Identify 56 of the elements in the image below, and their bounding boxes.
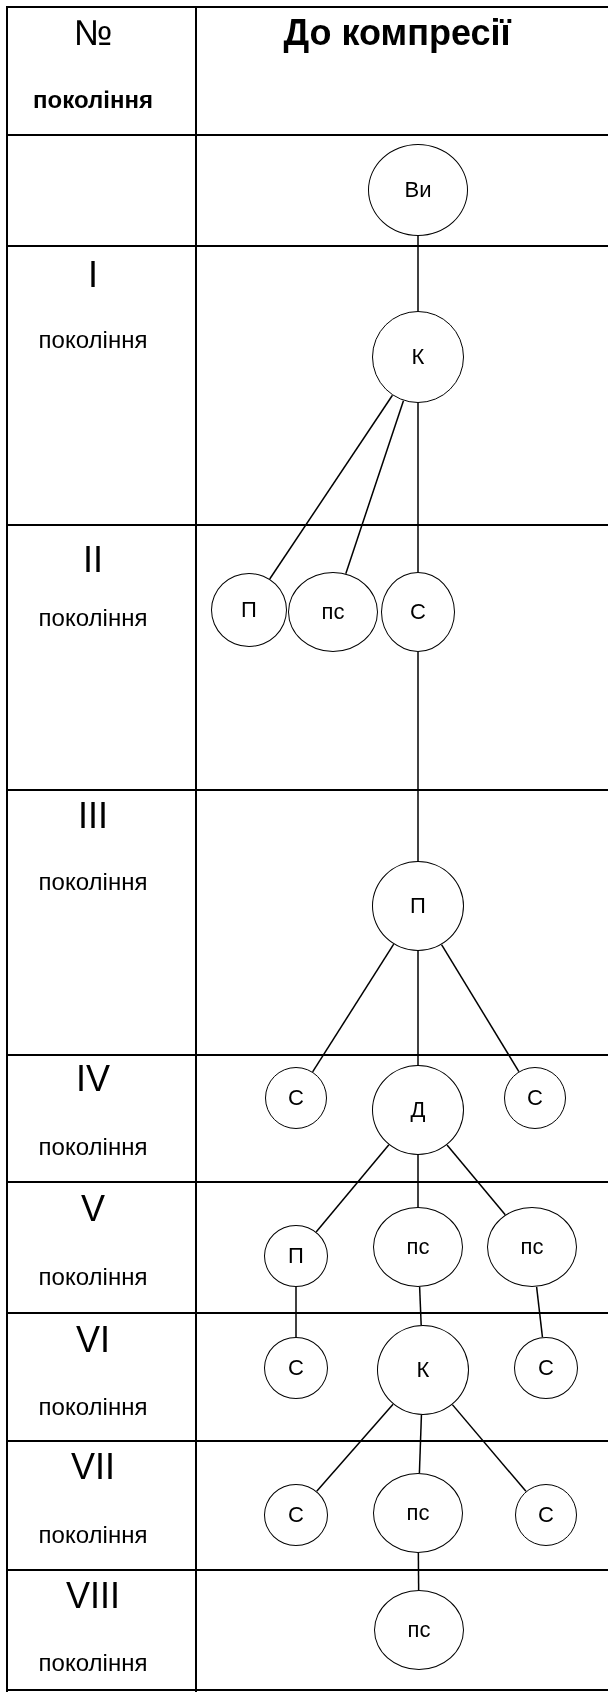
generation-circle: С <box>381 572 455 652</box>
generation-number: V <box>81 1191 105 1227</box>
generation-label: покоління <box>38 1523 148 1547</box>
generation-circle: П <box>211 573 287 647</box>
column-header: До компресії <box>283 15 511 51</box>
generation-circle: Ви <box>368 144 468 236</box>
generation-number: № <box>73 15 113 51</box>
generation-circle: К <box>372 311 464 403</box>
connector-line <box>440 943 520 1073</box>
generation-number: IV <box>76 1061 110 1097</box>
generation-circle: пс <box>373 1473 463 1553</box>
generation-label: покоління <box>38 328 148 352</box>
connector-line <box>417 402 419 573</box>
connector-line <box>417 1552 420 1591</box>
generation-number: I <box>88 257 98 293</box>
generation-number: VII <box>71 1449 115 1485</box>
generation-circle: С <box>514 1337 578 1399</box>
generation-label: покоління <box>38 606 148 630</box>
generation-circle: пс <box>374 1590 464 1670</box>
connector-line <box>268 394 394 580</box>
column-header: покоління <box>33 88 153 112</box>
connector-line <box>446 1144 506 1216</box>
generation-circle: С <box>265 1067 327 1129</box>
generation-circle: пс <box>288 572 378 652</box>
generation-circle: С <box>264 1337 328 1399</box>
connector-line <box>311 943 395 1073</box>
connector-line <box>451 1403 527 1493</box>
connector-line <box>295 1286 297 1338</box>
generation-circle: С <box>515 1484 577 1546</box>
generation-label: покоління <box>38 1395 148 1419</box>
connector-line <box>345 399 405 575</box>
connector-line <box>417 651 419 862</box>
connector-line <box>535 1286 544 1338</box>
connector-line <box>315 1403 394 1493</box>
connector-line <box>417 235 419 312</box>
generation-circle: С <box>504 1067 566 1129</box>
generation-label: покоління <box>38 1265 148 1289</box>
generation-number: VIII <box>66 1578 120 1614</box>
generation-circle: пс <box>487 1207 577 1287</box>
generation-circle: П <box>372 861 464 951</box>
generation-label: покоління <box>38 1651 148 1675</box>
generation-circle: К <box>377 1325 469 1415</box>
generation-number: III <box>78 798 108 834</box>
generation-circle: П <box>264 1225 328 1287</box>
connector-line <box>417 950 419 1066</box>
generation-circle: Д <box>372 1065 464 1155</box>
generation-circle: С <box>264 1484 328 1546</box>
connector-line <box>418 1286 422 1326</box>
generation-label: покоління <box>38 1135 148 1159</box>
connector-line <box>315 1144 390 1233</box>
generation-label: покоління <box>38 870 148 894</box>
generation-number: VI <box>76 1322 110 1358</box>
generation-circle: пс <box>373 1207 463 1287</box>
connector-line <box>418 1414 423 1474</box>
generation-number: II <box>83 542 103 578</box>
connector-line <box>417 1154 419 1208</box>
